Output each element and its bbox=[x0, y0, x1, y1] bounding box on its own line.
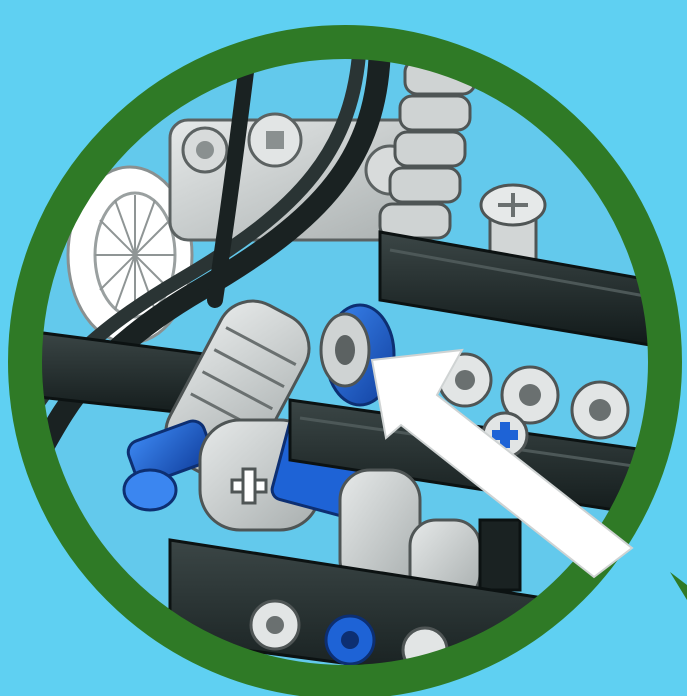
dark-block bbox=[480, 520, 520, 590]
